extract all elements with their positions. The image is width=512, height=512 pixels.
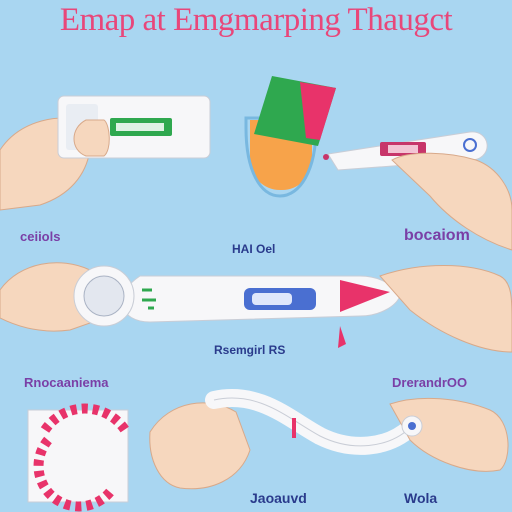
label-bottom-right: Wola [404,490,438,506]
test-tube-icon [244,76,336,198]
label-center-mid: Rsemgirl RS [214,343,286,357]
cycle-calendar-icon [27,403,130,512]
label-bottom-center: Jaoauvd [250,490,307,506]
label-right-mid: DrerandrOO [392,375,468,390]
label-left-mid: Rnocaaniema [24,375,109,390]
thermometer-icon [323,131,512,251]
label-right-top: bocaiom [404,227,470,244]
label-center-top: HAI Oel [232,242,276,256]
label-left-top: ceiiols [20,229,61,244]
hand-with-test-strip-icon [0,95,211,211]
page-title: Emap at Emgmarping Thaugct [59,2,453,38]
pregnancy-test-icon [0,262,512,353]
hands-with-strip-icon [149,389,509,490]
